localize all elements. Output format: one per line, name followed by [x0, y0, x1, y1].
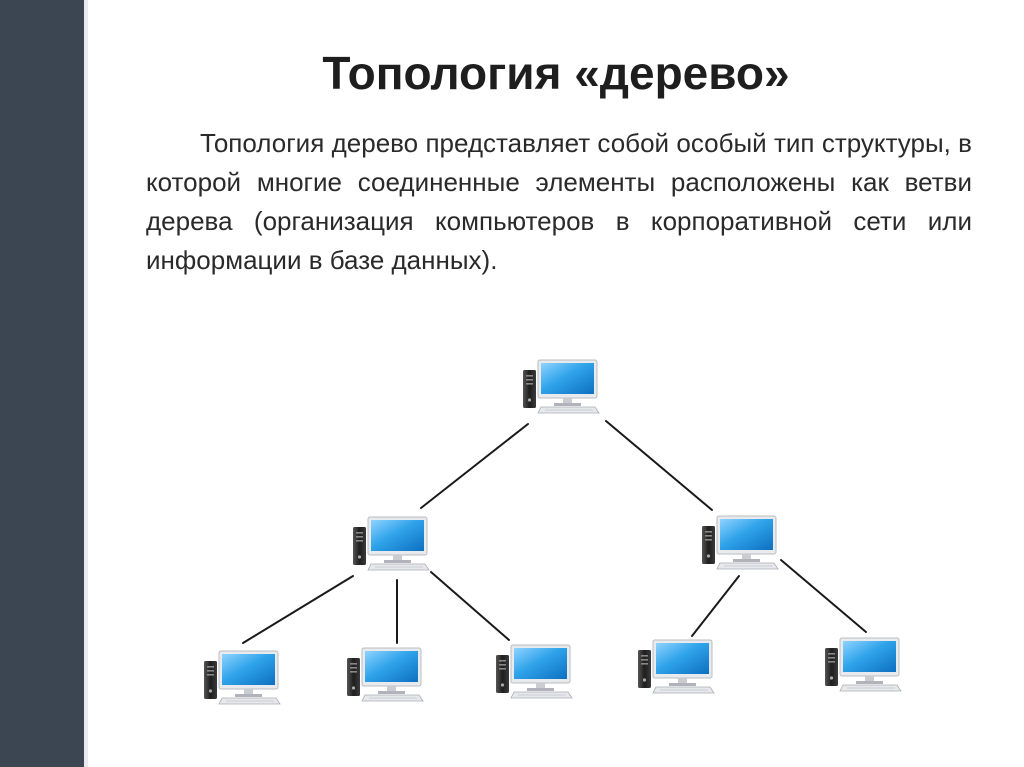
slide-title: Топология «дерево» — [322, 47, 790, 99]
link-root-mid-right — [605, 420, 713, 511]
computer-icon-mid-right — [701, 515, 779, 570]
computer-icon-leaf-4 — [637, 639, 715, 694]
computer-icon-root — [522, 359, 600, 414]
link-root-mid-left — [420, 423, 529, 509]
computer-icon-leaf-3 — [495, 644, 573, 699]
link-mid-right-leaf-5 — [780, 559, 867, 633]
slide-description: Топология дерево представляет собой особ… — [146, 128, 972, 275]
link-mid-left-leaf-1 — [242, 575, 354, 644]
computer-icon-leaf-5 — [824, 637, 902, 692]
sidebar-bar — [0, 0, 84, 767]
computer-icon-mid-left — [352, 516, 430, 571]
computer-icon-leaf-1 — [203, 650, 281, 705]
link-mid-left-leaf-3 — [430, 571, 510, 641]
tree-links — [242, 420, 867, 644]
sidebar-edge — [84, 0, 88, 767]
link-mid-right-leaf-4 — [691, 575, 740, 637]
computer-icon-leaf-2 — [346, 647, 424, 702]
